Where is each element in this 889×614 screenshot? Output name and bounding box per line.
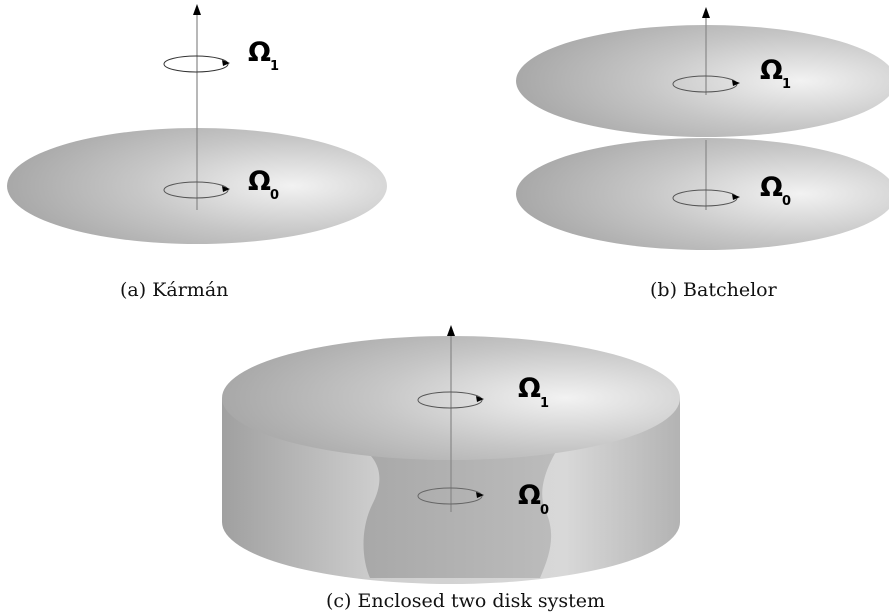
panel-a-karman: Ω 1 Ω 0 (a) Kármán bbox=[7, 4, 387, 301]
axis-arrowhead bbox=[447, 325, 455, 336]
rotation-arrowhead-top bbox=[222, 60, 230, 66]
rotation-arrowhead-top bbox=[476, 396, 484, 402]
omega-subscript-bottom: 0 bbox=[540, 503, 549, 518]
cutaway-window bbox=[362, 448, 558, 578]
rotation-arrowhead-bottom bbox=[476, 492, 484, 498]
caption-c: (c) Enclosed two disk system bbox=[326, 590, 605, 612]
upper-disk bbox=[516, 25, 889, 137]
lower-disk bbox=[516, 138, 889, 250]
rotation-arrowhead-top bbox=[732, 80, 740, 86]
omega-subscript-top: 1 bbox=[540, 396, 549, 411]
omega-subscript-top: 1 bbox=[270, 59, 279, 74]
caption-b: (b) Batchelor bbox=[650, 279, 778, 301]
axis-arrowhead bbox=[702, 7, 710, 18]
omega-subscript-top: 1 bbox=[782, 77, 791, 92]
rotation-circle-bottom bbox=[417, 487, 483, 505]
omega-symbol-top: Ω bbox=[760, 55, 783, 86]
caption-a: (a) Kármán bbox=[120, 279, 228, 301]
rotation-arrowhead-bottom bbox=[732, 194, 740, 200]
panel-b-batchelor: Ω 1 Ω 0 (b) Batchelor bbox=[516, 7, 889, 301]
rotation-circle-top bbox=[163, 55, 229, 73]
omega-subscript-bottom: 0 bbox=[782, 194, 791, 209]
omega-symbol-top: Ω bbox=[518, 373, 541, 404]
omega-symbol-top: Ω bbox=[248, 37, 271, 68]
rotation-circle-top bbox=[417, 391, 483, 409]
panel-c-enclosed: Ω 1 Ω 0 (c) Enclosed two disk system bbox=[222, 325, 680, 612]
rotation-arrowhead-bottom bbox=[222, 186, 230, 192]
axis-arrowhead bbox=[193, 4, 201, 15]
rotation-circle-bottom bbox=[163, 181, 229, 199]
omega-symbol-bottom: Ω bbox=[518, 480, 541, 511]
omega-subscript-bottom: 0 bbox=[270, 188, 279, 203]
omega-symbol-bottom: Ω bbox=[248, 166, 271, 197]
omega-symbol-bottom: Ω bbox=[760, 172, 783, 203]
